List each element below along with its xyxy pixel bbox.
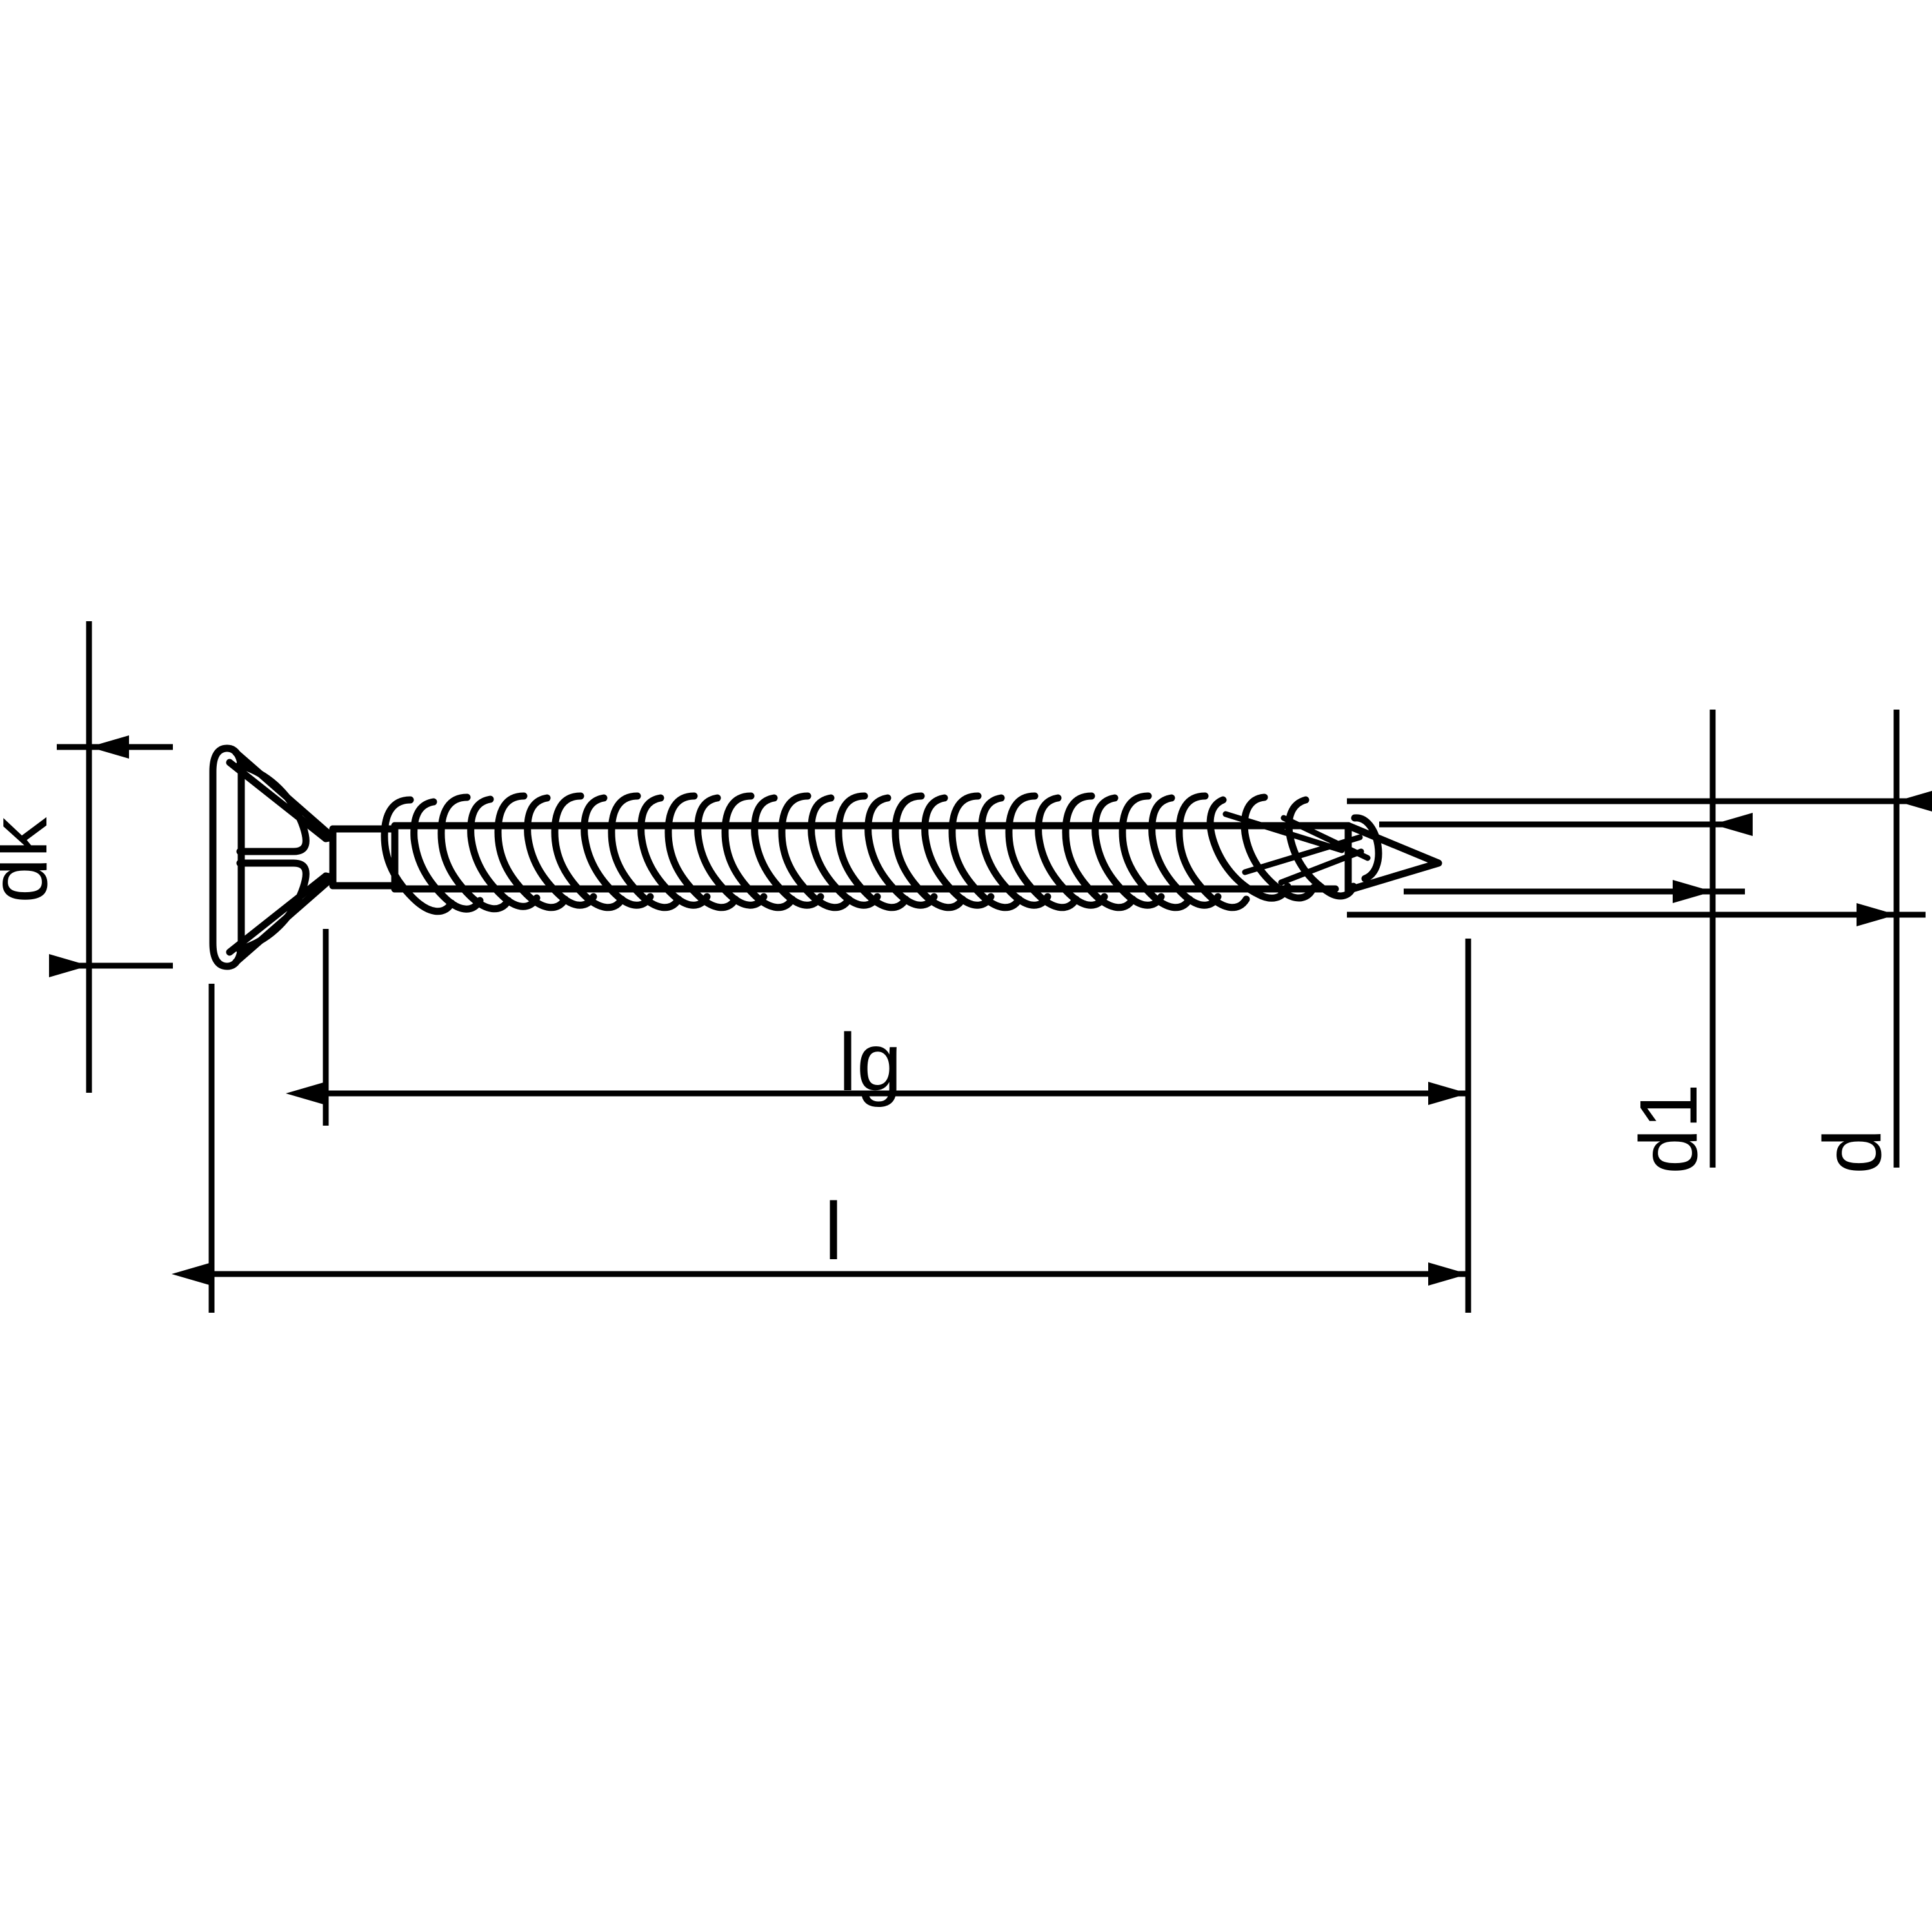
dimension-lg (286, 929, 1471, 1126)
dimension-d (1347, 710, 1932, 1168)
screw-tip (1344, 814, 1442, 894)
dimension-label-d: d (1807, 1129, 1898, 1174)
screw-head (209, 744, 337, 970)
screw-thread (381, 792, 1371, 915)
dimension-l (172, 984, 1471, 1313)
dimension-label-d1: d1 (1623, 1084, 1714, 1174)
dimension-label-dk: dk (0, 817, 64, 903)
dimension-label-l: l (824, 1186, 842, 1277)
dimension-dk (49, 621, 173, 1093)
dimension-d1 (1379, 710, 1753, 1168)
dimension-label-lg: lg (839, 1017, 902, 1108)
screw-body (209, 744, 1442, 970)
